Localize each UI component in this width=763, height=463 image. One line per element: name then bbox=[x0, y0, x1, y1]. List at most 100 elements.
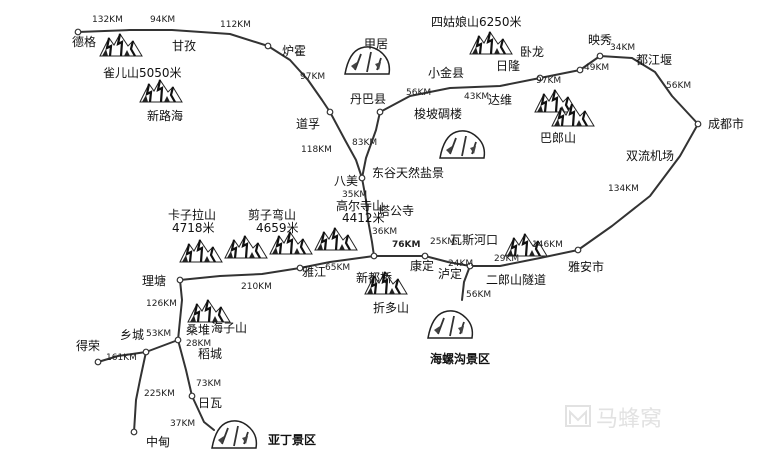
place-suopo: 梭坡碉楼 bbox=[414, 106, 462, 121]
place-luhuo: 炉霍 bbox=[282, 44, 306, 58]
road-yaan-luding bbox=[469, 249, 579, 267]
place-litang: 理塘 bbox=[142, 273, 166, 288]
distance-label: 53KM bbox=[146, 329, 171, 339]
distance-label: 65KM bbox=[325, 263, 350, 273]
road-litang-sangdui bbox=[177, 279, 183, 341]
place-zheduoshan: 折多山 bbox=[373, 300, 409, 315]
distance-label: 118KM bbox=[301, 145, 332, 155]
place-tagongsi: 塔公寺 bbox=[378, 204, 414, 218]
place-xiaojinxian: 小金县 bbox=[428, 65, 464, 80]
place-dawei: 达维 bbox=[488, 93, 512, 107]
distance-label: 37KM bbox=[170, 419, 195, 429]
place-siguniangshan: 四姑娘山6250米 bbox=[431, 14, 522, 29]
watermark-logo-mark-icon bbox=[569, 409, 587, 424]
place-queershan: 雀儿山5050米 bbox=[103, 66, 182, 80]
distance-label: 56KM bbox=[406, 88, 431, 98]
place-wolong: 卧龙 bbox=[520, 45, 544, 59]
distance-label: 94KM bbox=[150, 15, 175, 25]
distance-label: 210KM bbox=[241, 282, 272, 292]
distance-label: 134KM bbox=[608, 184, 639, 194]
town-dot bbox=[188, 392, 196, 400]
road-sangdui-xiangcheng bbox=[145, 339, 179, 353]
town-dot bbox=[694, 120, 702, 128]
place-shuangliu-airport: 双流机场 bbox=[626, 149, 674, 163]
distance-label: 146KM bbox=[532, 240, 563, 250]
place-xinluhai: 新路海 bbox=[147, 108, 183, 123]
distance-label: 43KM bbox=[464, 92, 489, 102]
distance-label: 97KM bbox=[300, 72, 325, 82]
town-dot bbox=[264, 42, 272, 50]
road-dujiangyan-chengdu bbox=[599, 55, 699, 125]
suopo-diaolou-icon bbox=[439, 129, 486, 159]
place-gaoersishan: 高尔寺山 bbox=[336, 198, 384, 213]
watermark-logo-icon bbox=[565, 405, 591, 427]
place-xiangcheng: 乡城 bbox=[120, 328, 144, 342]
town-dot bbox=[130, 428, 138, 436]
road-luding-hailuogou bbox=[461, 265, 471, 301]
place-daofu: 道孚 bbox=[296, 117, 320, 131]
place-daocheng: 稻城 bbox=[198, 347, 222, 361]
town-dot bbox=[74, 28, 82, 36]
distance-label: 83KM bbox=[352, 138, 377, 148]
road-luding-kangding bbox=[424, 255, 471, 267]
distance-label: 35KM bbox=[342, 190, 367, 200]
town-dot bbox=[596, 52, 604, 60]
place-jianziwanshan-height: 4659米 bbox=[256, 221, 299, 235]
road-luhuo-bamei bbox=[329, 111, 363, 179]
kazilashan-mountain-icon bbox=[178, 238, 224, 264]
hailuogou-hill-icon bbox=[427, 309, 474, 339]
place-sangdui: 桑堆 bbox=[186, 323, 210, 337]
place-riwa: 日瓦 bbox=[198, 396, 222, 410]
place-xinduqiao: 新都桥 bbox=[356, 270, 392, 285]
place-jianziwanshan: 剪子弯山 bbox=[248, 207, 296, 222]
distance-label: 56KM bbox=[666, 81, 691, 91]
place-wasihekou: 瓦斯河口 bbox=[450, 233, 498, 247]
distance-label: 126KM bbox=[146, 299, 177, 309]
place-zhongdian: 中甸 bbox=[146, 434, 170, 449]
distance-label: 225KM bbox=[144, 389, 175, 399]
gaoersishan-mountain-icon bbox=[313, 226, 359, 252]
town-dot bbox=[176, 276, 184, 284]
place-hailuogou: 海螺沟景区 bbox=[430, 351, 490, 366]
place-haizishan: 海子山 bbox=[211, 320, 247, 335]
haizishan-mountain-icon bbox=[186, 298, 232, 324]
place-jiaju: 甲居 bbox=[364, 37, 388, 51]
place-dujiangyan: 都江堰 bbox=[636, 53, 672, 67]
distance-label: 132KM bbox=[92, 15, 123, 25]
watermark-text: 马蜂窝 bbox=[596, 407, 662, 432]
place-erlangshan-tunnel: 二郎山隧道 bbox=[486, 272, 546, 287]
distance-label: 36KM bbox=[372, 227, 397, 237]
watermark: 马蜂窝 bbox=[565, 405, 662, 432]
distance-label: 73KM bbox=[196, 379, 221, 389]
jianziwanshan-mountain-icon-2 bbox=[268, 230, 314, 256]
road-danba-bamei bbox=[361, 111, 381, 179]
town-dot bbox=[142, 348, 150, 356]
place-ganzi: 甘孜 bbox=[172, 39, 196, 53]
distance-label: 29KM bbox=[494, 254, 519, 264]
road-chengdu-yaan bbox=[577, 123, 699, 251]
place-bamei: 八美 bbox=[334, 174, 358, 188]
distance-label: 25KM bbox=[430, 237, 455, 247]
place-donggu: 东谷天然盐景 bbox=[372, 165, 444, 180]
place-dege: 德格 bbox=[72, 34, 96, 49]
place-labels: 德格 甘孜 雀儿山5050米 新路海 炉霍 甲居 丹巴县 道孚 梭坡碉楼 东谷天… bbox=[72, 14, 744, 449]
town-dot bbox=[174, 336, 182, 344]
place-yajiang: 雅江 bbox=[302, 264, 326, 279]
town-dot bbox=[326, 108, 334, 116]
town-dot bbox=[376, 108, 384, 116]
town-dot bbox=[574, 246, 582, 254]
place-yaan: 雅安市 bbox=[568, 259, 604, 274]
distance-label: 97KM bbox=[536, 76, 561, 86]
town-dot bbox=[94, 358, 102, 366]
distance-label: 24KM bbox=[448, 259, 473, 269]
road-xiangcheng-zhongdian bbox=[133, 351, 147, 433]
place-kazilashan: 卡子拉山 bbox=[168, 207, 216, 222]
road-bamei-xinduqiao bbox=[361, 177, 375, 257]
distance-label: 161KM bbox=[106, 353, 137, 363]
town-dot bbox=[421, 252, 429, 260]
queershan-mountain-icon bbox=[98, 32, 144, 58]
road-xinduqiao-litang bbox=[179, 255, 375, 281]
distance-label: 49KM bbox=[584, 63, 609, 73]
